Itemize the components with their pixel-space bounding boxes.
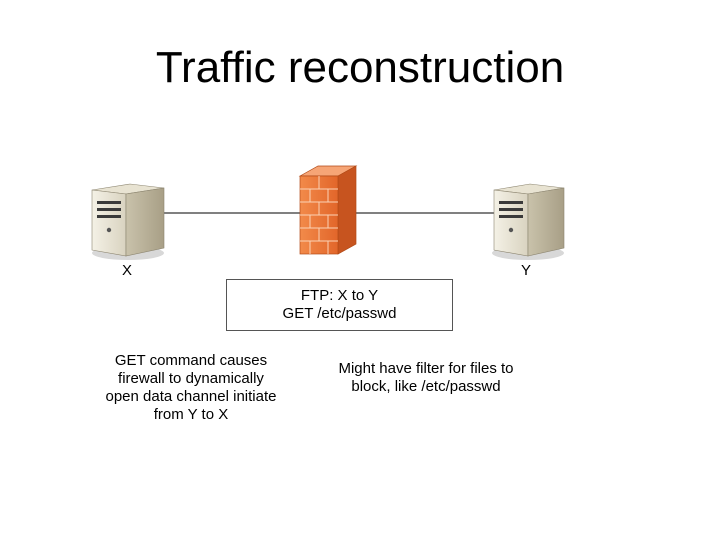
left-note: GET command causes firewall to dynamical…: [105, 352, 277, 423]
server-y-label: Y: [521, 262, 532, 279]
ftp-callout-box: FTP: X to Y GET /etc/passwd: [226, 279, 453, 331]
callout-line-1: FTP: X to Y: [300, 287, 379, 304]
server-x-label: X: [122, 262, 133, 279]
right-note: Might have filter for files to block, li…: [338, 360, 514, 395]
firewall-brick-icon: [298, 165, 358, 255]
slide-title: Traffic reconstruction: [155, 43, 565, 92]
callout-line-2: GET /etc/passwd: [282, 305, 397, 322]
server-icon: [492, 183, 565, 260]
server-icon: [91, 183, 165, 260]
